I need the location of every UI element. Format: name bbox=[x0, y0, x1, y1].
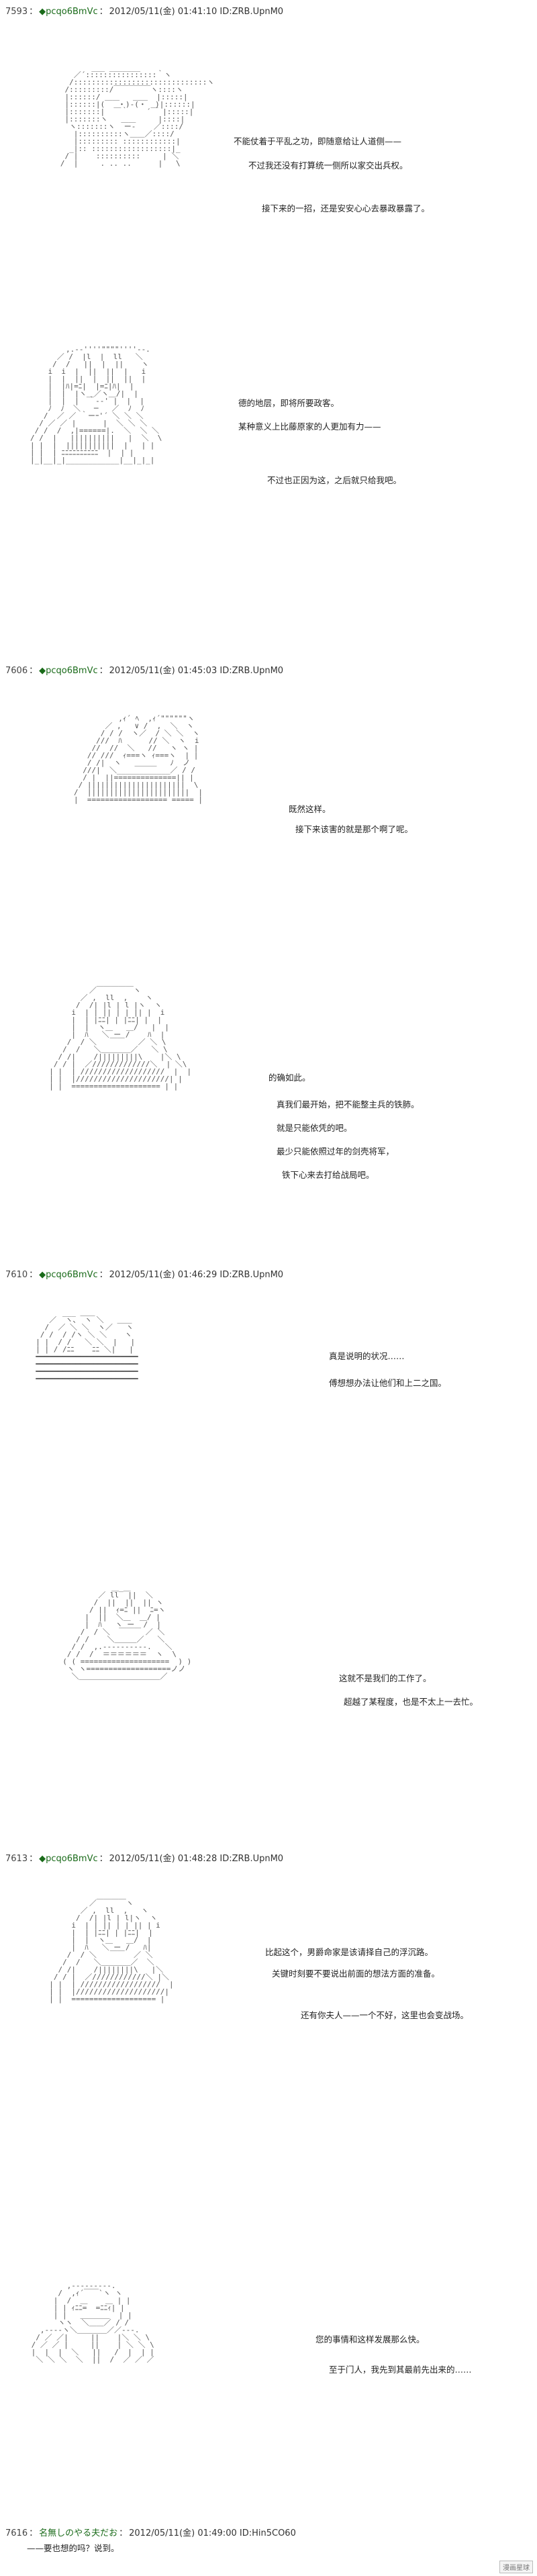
post-header: 7610：◆pcqo6BmVc：2012/05/11(金) 01:46:29 I… bbox=[5, 1270, 284, 1280]
poster-trip: ◆pcqo6BmVc bbox=[39, 7, 98, 17]
post-id: ID:ZRB.UpnM0 bbox=[219, 1270, 284, 1280]
dialogue-line: 就是只能依凭的吧。 bbox=[277, 1123, 352, 1133]
dialogue-line: 这就不是我们的工作了。 bbox=[339, 1673, 432, 1683]
dialogue-line: 您的事情和这样发展那么快。 bbox=[315, 2334, 425, 2344]
post-number[interactable]: 7616 bbox=[5, 2528, 28, 2538]
dialogue-line: 不过也正因为这，之后就只给我吧。 bbox=[267, 475, 402, 485]
post-number[interactable]: 7606 bbox=[5, 666, 28, 676]
post-id: ID:ZRB.UpnM0 bbox=[219, 1854, 284, 1864]
dialogue-line: 真是说明的状况…… bbox=[329, 1351, 405, 1361]
ascii-art: ,ｨ´ ﾍ ,ｨ´""""""ヽ ／ , ∨ / , ＼ ヽ / / / ヽ／ … bbox=[74, 714, 203, 804]
dialogue-line: 既然这样。 bbox=[289, 804, 331, 814]
post-header: 7613：◆pcqo6BmVc：2012/05/11(金) 01:48:28 I… bbox=[5, 1854, 284, 1864]
post-id: ID:Hin5CO60 bbox=[239, 2528, 296, 2538]
dialogue-line: 关键时刻要不要说出前面的想法方面的准备。 bbox=[272, 1969, 440, 1979]
post-id: ID:ZRB.UpnM0 bbox=[219, 7, 284, 17]
site-watermark: 漫画星球 bbox=[499, 2561, 533, 2573]
ascii-art: ／￣￣￣￣￣ヽ ／ , ll , ヽ / /| |l | l |ヽ ヽ i | … bbox=[49, 986, 192, 1091]
dialogue-line: 最少只能依照过年的剑壳将军， bbox=[277, 1146, 395, 1156]
post-date: 2012/05/11(金) 01:46:29 bbox=[109, 1270, 217, 1280]
post-header: 7616：名無しのやる夫だお：2012/05/11(金) 01:49:00 ID… bbox=[5, 2528, 296, 2538]
dialogue-line: 至于门人，我先到其最前先出来的…… bbox=[329, 2365, 472, 2375]
post-header: 7593：◆pcqo6BmVc：2012/05/11(金) 01:41:10 I… bbox=[5, 7, 284, 17]
post-date: 2012/05/11(金) 01:41:10 bbox=[109, 7, 217, 17]
dialogue-line: 超越了某程度，也是不太上一去忙。 bbox=[344, 1697, 479, 1707]
dialogue-line: 不过我还没有打算统一侧所以家交出兵权。 bbox=[248, 160, 408, 170]
dialogue-line: 接下来的一招，还是安安心心去暴政暴露了。 bbox=[262, 203, 430, 213]
ascii-art: ／￣￣￣￣ヽ ／ , ll , ヽ / /| |l | l|ヽ ヽ i | | … bbox=[49, 1899, 174, 2003]
dialogue-line: 还有你夫人——一个不好，这里也会变战场。 bbox=[301, 2010, 469, 2020]
dialogue-line: 不能仗着于平乱之功，即随意给让人道侧—— bbox=[234, 136, 402, 146]
post-date: 2012/05/11(金) 01:45:03 bbox=[109, 666, 217, 676]
ascii-art: ＿_＿ ／ ll || ＼ / || || || ヽ / || ｨ=ﾆ || ﾆ… bbox=[62, 1583, 192, 1681]
dialogue-line: 德的地层，即将所要政客。 bbox=[238, 398, 340, 408]
dialogue-line: 真我们最开始，把不能整主兵的铁肺。 bbox=[277, 1099, 420, 1109]
poster-trip: ◆pcqo6BmVc bbox=[39, 666, 98, 676]
ascii-art: ___ ＿＿ ／ ヽ、 ヽ ＼ ＿＿ / ／ ＼ ＼ ヽ／ ヽ / / / /ヽ… bbox=[36, 1308, 138, 1383]
dialogue-line: 某种意义上比藤原家的人更加有力—— bbox=[238, 422, 381, 432]
post-number[interactable]: 7593 bbox=[5, 7, 28, 17]
dialogue-line: 比起这个，男爵命家是该请择自己的浮沉路。 bbox=[265, 1947, 434, 1957]
dialogue-line: 接下来该害的就是那个啊了呢。 bbox=[295, 824, 413, 834]
dialogue-line: ——要也想的吗？说到。 bbox=[27, 2543, 119, 2553]
poster-trip: ◆pcqo6BmVc bbox=[39, 1854, 98, 1864]
post-date: 2012/05/11(金) 01:49:00 bbox=[129, 2528, 237, 2538]
poster-trip: ◆pcqo6BmVc bbox=[39, 1270, 98, 1280]
post-id: ID:ZRB.UpnM0 bbox=[219, 666, 284, 676]
ascii-art: ___ _______ ／´::::::::::::::::｀ヽ /::::::… bbox=[60, 63, 215, 168]
post-number[interactable]: 7613 bbox=[5, 1854, 28, 1864]
dialogue-line: 傅想想办法让他们和上二之国。 bbox=[329, 1378, 447, 1388]
dialogue-line: 的确如此。 bbox=[268, 1073, 311, 1083]
ascii-art: ,.-‐''''""""''''‐-. ／ / |l | ll ＼ / / ||… bbox=[30, 345, 162, 464]
post-date: 2012/05/11(金) 01:48:28 bbox=[109, 1854, 217, 1864]
poster-trip: 名無しのやる夫だお bbox=[39, 2528, 118, 2538]
post-number[interactable]: 7610 bbox=[5, 1270, 28, 1280]
dialogue-line: 铁下心来去打给战局吧。 bbox=[282, 1170, 375, 1180]
ascii-art: ,-‐‐‐‐‐‐‐-. / ,ｨ´￣￣`ヽ ヽ | / ＿ ＿ | | | | … bbox=[31, 2281, 154, 2364]
post-header: 7606：◆pcqo6BmVc：2012/05/11(金) 01:45:03 I… bbox=[5, 666, 284, 676]
